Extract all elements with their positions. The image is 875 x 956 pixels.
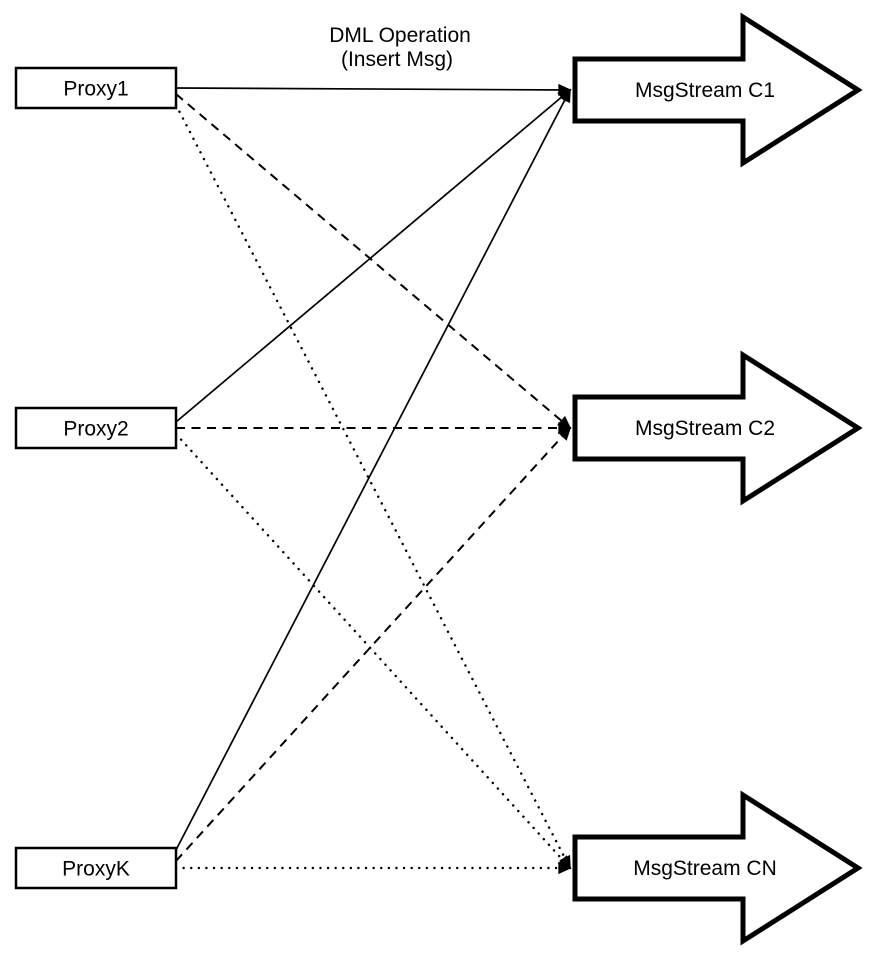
proxyk-label: ProxyK xyxy=(62,858,130,881)
stream-c2-label: MsgStream C2 xyxy=(635,417,775,440)
proxy2-label: Proxy2 xyxy=(63,418,128,441)
proxy1-node: Proxy1 xyxy=(14,66,178,110)
edge-proxy2-to-stream-cn xyxy=(174,432,572,870)
stream-cn-label: MsgStream CN xyxy=(633,857,777,880)
annotation-line1: DML Operation xyxy=(329,24,471,47)
stream-c1-label: MsgStream C1 xyxy=(635,79,775,102)
proxy1-box xyxy=(14,66,178,110)
edge-annotation: DML Operation (Insert Msg) xyxy=(329,24,471,71)
annotation-line2: (Insert Msg) xyxy=(341,48,453,71)
edge-proxy2-to-stream-c1 xyxy=(175,88,572,423)
stream-c2-node: MsgStream C2 xyxy=(572,350,863,506)
edge-proxy1-to-stream-cn xyxy=(174,103,572,870)
edge-proxyk-to-stream-c1 xyxy=(175,88,571,851)
proxyk-node: ProxyK xyxy=(14,846,178,890)
stream-c2-arrow-shape xyxy=(572,350,863,506)
proxy2-box xyxy=(14,406,178,450)
proxyk-box xyxy=(14,846,178,890)
stream-cn-arrow-shape xyxy=(572,790,863,946)
edge-proxy1-to-stream-c2 xyxy=(175,93,572,430)
edge-proxy1-to-stream-c1 xyxy=(175,83,572,97)
stream-c1-node: MsgStream C1 xyxy=(572,12,863,168)
edge-proxyk-to-stream-c2 xyxy=(175,426,572,862)
proxy1-label: Proxy1 xyxy=(63,78,128,101)
stream-c1-arrow-shape xyxy=(572,12,863,168)
stream-cn-node: MsgStream CN xyxy=(572,790,863,946)
edges-layer xyxy=(174,83,572,875)
proxy2-node: Proxy2 xyxy=(14,406,178,450)
